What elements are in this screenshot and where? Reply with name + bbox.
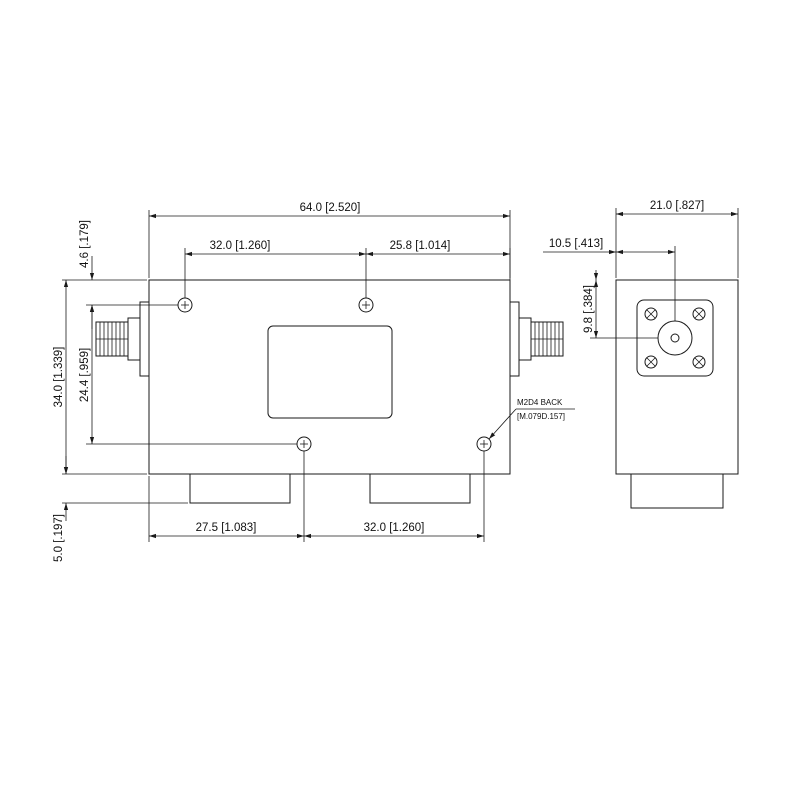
side-body bbox=[615, 279, 739, 475]
front-view bbox=[95, 279, 564, 504]
side-foot bbox=[630, 473, 724, 509]
label-window bbox=[267, 325, 393, 419]
housing-body bbox=[148, 279, 511, 475]
dim-connector-offset-x: 10.5 [.413] bbox=[549, 238, 603, 250]
side-view bbox=[615, 279, 739, 509]
mounting-hole-top-middle bbox=[358, 297, 374, 313]
dim-hole-vertical-spacing: 24.4 [.959] bbox=[79, 348, 91, 402]
dim-top-offset: 4.6 [.179] bbox=[79, 220, 91, 268]
foot-right bbox=[369, 474, 471, 504]
dim-body-height: 34.0 [1.339] bbox=[53, 347, 65, 408]
thread-note-line2: [M.079D.157] bbox=[517, 412, 565, 421]
flange-screw-top-right bbox=[692, 307, 706, 321]
dim-overall-length: 64.0 [2.520] bbox=[300, 202, 361, 214]
front-dimensions: 64.0 [2.520] 32.0 [1.260] 25.8 [1.014] 2… bbox=[53, 202, 575, 562]
mounting-hole-top-left bbox=[177, 297, 193, 313]
foot-left bbox=[189, 474, 291, 504]
mounting-hole-bottom-right bbox=[476, 436, 492, 452]
dim-connector-offset-y: 9.8 [.384] bbox=[583, 285, 595, 333]
side-dimensions: 21.0 [.827] 10.5 [.413] 9.8 [.384] bbox=[543, 200, 739, 339]
dim-foot-height: 5.0 [.197] bbox=[53, 514, 65, 562]
dim-hole-spacing-top-left: 32.0 [1.260] bbox=[210, 240, 271, 252]
flange-screw-bottom-left bbox=[644, 355, 658, 369]
dim-hole-spacing-top-right: 25.8 [1.014] bbox=[390, 240, 451, 252]
connector-right bbox=[509, 301, 564, 377]
dim-hole-spacing-bottom-left: 27.5 [1.083] bbox=[196, 522, 257, 534]
flange-screw-bottom-right bbox=[692, 355, 706, 369]
mounting-hole-bottom-left bbox=[296, 436, 312, 452]
dim-side-width: 21.0 [.827] bbox=[650, 200, 704, 212]
connector-center bbox=[657, 320, 693, 356]
thread-note-line1: M2D4 BACK bbox=[517, 398, 563, 407]
flange-screw-top-left bbox=[644, 307, 658, 321]
connector-left bbox=[95, 301, 150, 377]
dim-hole-spacing-bottom-right: 32.0 [1.260] bbox=[364, 522, 425, 534]
